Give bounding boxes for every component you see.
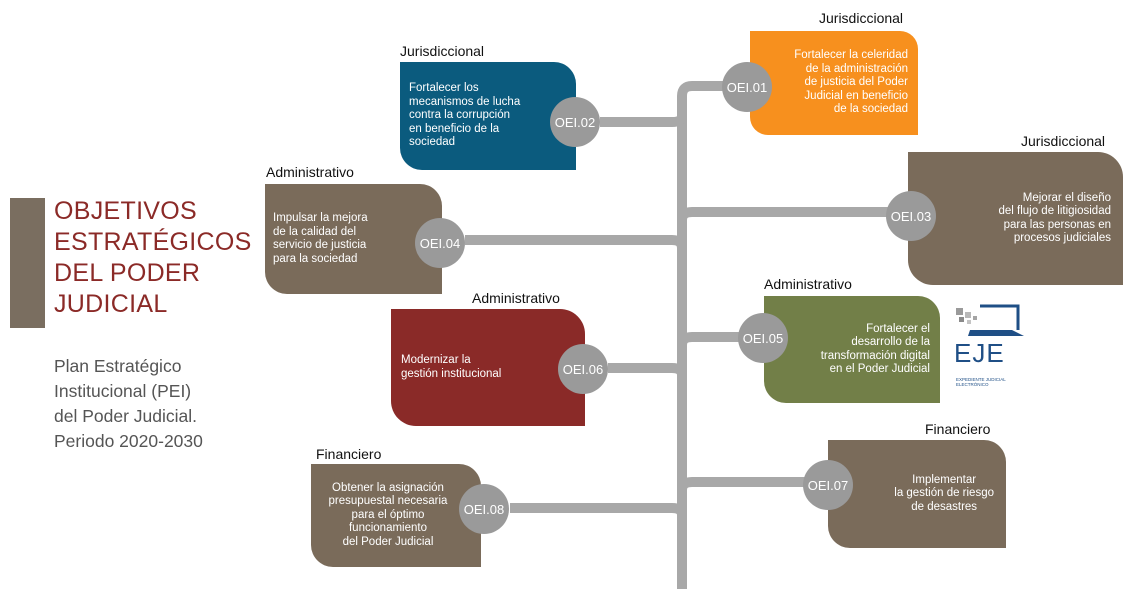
- objective-code-oei02: OEI.02: [550, 97, 600, 147]
- objective-box-oei06: Modernizar la gestión institucional: [391, 309, 585, 426]
- objective-code-oei07: OEI.07: [803, 460, 853, 510]
- branch-oei04: [465, 235, 687, 249]
- branch-oei08: [510, 503, 687, 516]
- branch-oei03: [677, 207, 890, 221]
- objective-code-oei01: OEI.01: [722, 62, 772, 112]
- branch-oei06: [608, 363, 687, 376]
- objective-box-oei08: Obtener la asignación presupuestal neces…: [311, 464, 481, 567]
- category-label-oei08: Financiero: [316, 446, 382, 462]
- objective-code-oei04: OEI.04: [415, 218, 465, 268]
- objective-code-oei05: OEI.05: [738, 313, 788, 363]
- category-label-oei05: Administrativo: [764, 276, 852, 292]
- objective-text-oei08: Obtener la asignación presupuestal neces…: [328, 481, 448, 548]
- category-label-oei02: Jurisdiccional: [400, 43, 485, 59]
- branch-oei07: [677, 477, 805, 491]
- objective-box-oei05: Fortalecer el desarrollo de la transform…: [764, 296, 940, 403]
- objective-text-oei01: Fortalecer la celeridad de la administra…: [794, 49, 908, 116]
- objective-code-oei03: OEI.03: [886, 191, 936, 241]
- objective-text-oei02: Fortalecer los mecanismos de lucha contr…: [409, 82, 521, 149]
- objective-code-oei08: OEI.08: [459, 484, 509, 534]
- branch-oei02: [600, 115, 687, 127]
- objective-text-oei03: Mejorar el diseño del flujo de litigiosi…: [998, 191, 1111, 245]
- objective-box-oei03: Mejorar el diseño del flujo de litigiosi…: [908, 152, 1123, 285]
- objective-box-oei07: Implementar la gestión de riesgo de desa…: [828, 440, 1006, 548]
- objective-text-oei05: Fortalecer el desarrollo de la transform…: [820, 322, 930, 376]
- category-label-oei06: Administrativo: [472, 290, 560, 306]
- eje-logo-word: EJE: [954, 338, 1005, 368]
- branch-oei05: [677, 332, 740, 346]
- objective-box-oei01: Fortalecer la celeridad de la administra…: [750, 31, 918, 135]
- eje-logo-caption: EXPEDIENTE JUDICIAL ELECTRÓNICO: [956, 377, 1006, 387]
- category-label-oei04: Administrativo: [266, 164, 354, 180]
- tree-trunk: [677, 81, 725, 589]
- category-label-oei07: Financiero: [925, 421, 991, 437]
- page-subtitle: Plan Estratégico Institucional (PEI) del…: [54, 356, 203, 451]
- category-label-oei01: Jurisdiccional: [819, 10, 904, 26]
- objective-code-oei06: OEI.06: [558, 344, 608, 394]
- objective-text-oei04: Impulsar la mejora de la calidad del ser…: [273, 212, 368, 265]
- objective-box-oei04: Impulsar la mejora de la calidad del ser…: [265, 184, 442, 294]
- objective-box-oei02: Fortalecer los mecanismos de lucha contr…: [400, 62, 576, 170]
- title-accent-bar: [10, 198, 45, 328]
- eje-logo-icon: [956, 304, 1024, 336]
- page-title: OBJETIVOS ESTRATÉGICOS DEL PODER JUDICIA…: [54, 197, 252, 318]
- objective-text-oei07: Implementar la gestión de riesgo de desa…: [894, 473, 994, 513]
- category-label-oei03: Jurisdiccional: [1021, 133, 1106, 149]
- objective-text-oei06: Modernizar la gestión institucional: [401, 354, 502, 380]
